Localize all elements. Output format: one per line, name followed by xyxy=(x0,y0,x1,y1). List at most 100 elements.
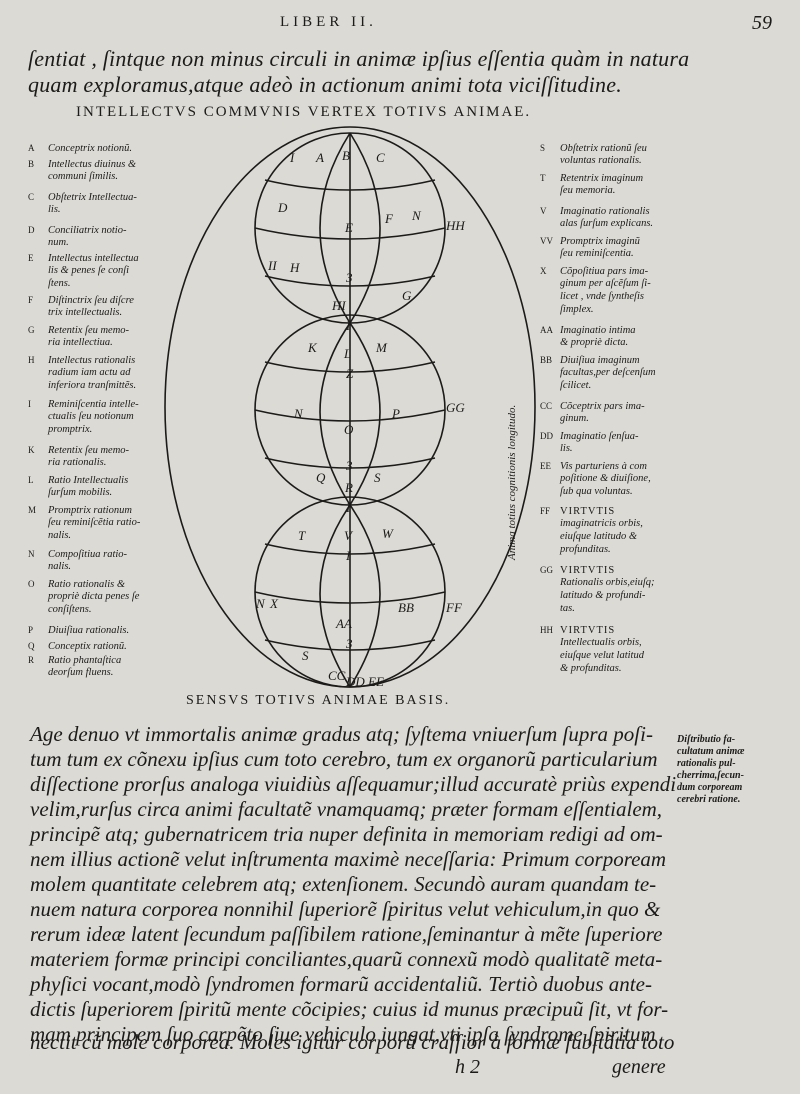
catchword: genere xyxy=(612,1056,666,1078)
letter-E: E xyxy=(344,220,353,235)
body-line: tum tum ex cõnexu ipſius cum toto cerebr… xyxy=(30,747,658,771)
letter-V: V xyxy=(344,528,354,543)
arc xyxy=(264,639,436,651)
legend-line: ſub qua voluntas. xyxy=(560,486,633,497)
letter-DD: DD xyxy=(345,674,365,689)
margin-note-line: cherrima,ſecun- xyxy=(677,770,744,781)
letter-I4: I xyxy=(345,548,351,563)
arc xyxy=(264,275,436,287)
legend-line: ginum per aſcẽſum ſi- xyxy=(560,278,651,289)
letter-R: R xyxy=(344,480,353,495)
body-line: dictis ſuperiorem ſpiritũ mente cõcipies… xyxy=(30,997,669,1021)
letter-P: P xyxy=(391,406,400,421)
legend-line: alas ſurſum explicans. xyxy=(560,218,654,229)
body-line: materiem formæ principi conciliantes,qua… xyxy=(30,947,663,971)
letter-HH: HH xyxy=(445,218,465,233)
margin-note-line: cultatum animæ xyxy=(677,746,745,757)
legend-line: ſeu memoria. xyxy=(560,185,616,196)
legend-line: ſtens. xyxy=(48,278,71,289)
arc xyxy=(264,179,436,191)
legend-line: licet , vnde ſyntheſis xyxy=(560,291,644,302)
letter-CC: CC xyxy=(328,668,346,683)
margin-note: Diſtributio fa- cultatum animæ rationali… xyxy=(677,734,745,806)
body-line: diſſectione prorſus analoga viuidiùs aſſ… xyxy=(30,772,677,796)
legend-line: lis. xyxy=(48,204,61,215)
letter-GG: GG xyxy=(446,400,465,415)
letter-N: N xyxy=(411,208,422,223)
letter-Z: Z xyxy=(346,366,354,381)
letter-T: T xyxy=(298,528,306,543)
diagram-top-title: INTELLECTVS COMMVNIS VERTEX TOTIVS ANIMA… xyxy=(76,104,532,120)
right-meridian xyxy=(349,132,381,688)
legend-line: ria rationalis. xyxy=(48,457,107,468)
side-label: Anima totius cognitionis longitudo. xyxy=(506,405,518,561)
legend-line: ria intellectiua. xyxy=(48,337,113,348)
legend-line: inferiora tranſmittẽs. xyxy=(48,380,137,391)
letter-L: L xyxy=(343,346,351,361)
legend-line: propriè dicta penes ſe xyxy=(48,591,140,602)
legend-line: deorſum fluens. xyxy=(48,667,114,678)
letter-B: B xyxy=(342,148,350,163)
arc xyxy=(264,543,436,555)
letter-M: M xyxy=(375,340,388,355)
body-line: mam principem ſuo carpẽto ſiue vehiculo … xyxy=(30,1022,656,1046)
legend-line: ſeu reminiſcẽtia ratio- xyxy=(48,517,141,528)
letter-3b: 3 xyxy=(345,458,353,473)
signature-mark: h 2 xyxy=(455,1056,480,1078)
letter-N3: N xyxy=(255,596,266,611)
legend-line: Rationalis orbis,eiuſq; xyxy=(560,577,655,588)
legend-line: num. xyxy=(48,237,69,248)
margin-note-line: cerebri ratione. xyxy=(677,794,741,805)
legend-line: ſurſum mobilis. xyxy=(48,487,113,498)
letter-BB: BB xyxy=(398,600,414,615)
legend-line: communi ſimilis. xyxy=(48,171,118,182)
letter-C: C xyxy=(376,150,385,165)
arc xyxy=(254,409,446,422)
legend-line: tas. xyxy=(560,603,575,614)
body-line: principẽ atq; gubernatricem tria nuper d… xyxy=(30,822,663,846)
body-line: rerum ideæ latent ſecundum paſſibilem ra… xyxy=(30,922,663,946)
body-line: nuem natura corporea nonnihil ſuperiorẽ … xyxy=(30,897,661,921)
legend-line: lis & penes ſe conſi xyxy=(48,265,130,276)
running-head: LIBER II. xyxy=(280,14,377,30)
legend-line: voluntas rationalis. xyxy=(560,155,642,166)
letter-S2: S xyxy=(302,648,309,663)
legend-line: promptrix. xyxy=(48,424,93,435)
letter-K: K xyxy=(307,340,318,355)
letter-G: G xyxy=(402,288,412,303)
body-line: nem illius actionẽ velut inſtrumenta max… xyxy=(30,847,667,871)
body-line: Age denuo vt immortalis animæ gradus atq… xyxy=(30,722,653,746)
arc xyxy=(254,591,446,604)
margin-note-line: dum corpoream xyxy=(677,782,743,793)
legend-line: Intellectualis orbis, xyxy=(560,637,642,648)
legend-line: ſimplex. xyxy=(560,304,594,315)
letter-HI: HI xyxy=(331,298,346,313)
letter-X: X xyxy=(269,596,279,611)
legend-line: nalis. xyxy=(48,530,72,541)
letter-3: 3 xyxy=(345,270,353,285)
letter-W: W xyxy=(382,526,394,541)
legend-line: poſitione & diuiſione, xyxy=(560,473,651,484)
body-line: velim,rurſus circa animi facultatẽ vnamq… xyxy=(30,797,663,821)
letter-H: H xyxy=(289,260,300,275)
page-number: 59 xyxy=(752,12,772,34)
letter-I2: I xyxy=(345,318,351,333)
